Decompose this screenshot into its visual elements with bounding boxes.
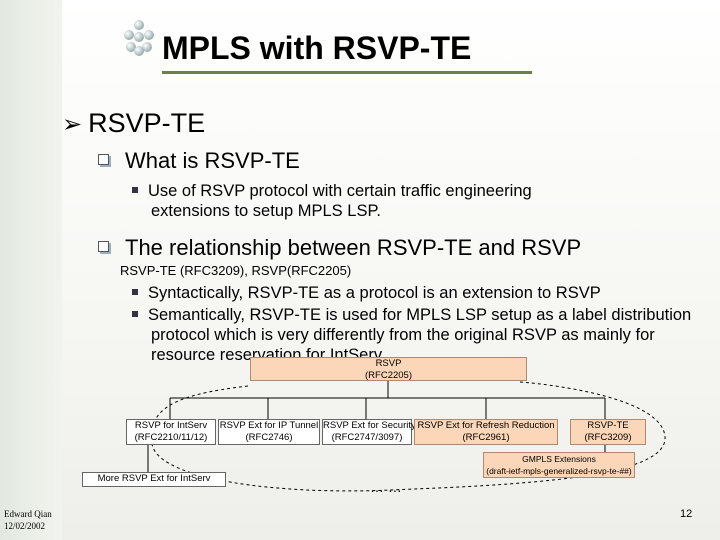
sub-bullet-what-is: What is RSVP-TE [98,148,300,174]
square-bullet-icon [132,311,138,317]
node-rsvp-intserv: RSVP for IntServ (RFC2210/11/12) [126,419,216,445]
footer-author: Edward Qian [4,509,52,519]
slide-title: MPLS with RSVP-TE [162,30,532,74]
rfc-note: RSVP-TE (RFC3209), RSVP(RFC2205) [120,263,352,278]
footer-date: 12/02/2002 [4,521,46,531]
sub-bullet-relationship-text: The relationship between RSVP-TE and RSV… [125,235,582,260]
side-band [0,0,62,540]
bullet-main-text: RSVP-TE [88,108,206,138]
point-use-of-rsvp: Use of RSVP protocol with certain traffi… [132,181,532,221]
node-rsvp-security: RSVP Ext for Security (RFC2747/3097) [322,419,416,445]
node-more-rsvp-ext: More RSVP Ext for IntServ [82,472,226,487]
diagram-ellipsis: … … [370,479,402,495]
decorative-sphere-icon [120,18,160,58]
node-gmpls-extensions: GMPLS Extensions (draft-ietf-mpls-genera… [483,452,635,478]
node-rsvp-ip-tunnel: RSVP Ext for IP Tunnel (RFC2746) [218,419,320,445]
node-rsvp-te: RSVP-TE (RFC3209) [570,419,646,445]
node-rsvp-refresh-reduction: RSVP Ext for Refresh Reduction (RFC2961) [414,419,558,445]
point-syntactically: Syntactically, RSVP-TE as a protocol is … [132,283,601,303]
sub-bullet-relationship: The relationship between RSVP-TE and RSV… [98,235,581,261]
bullet-main: ➢RSVP-TE [62,108,205,139]
square-bullet-icon [132,187,138,193]
point-semantically: Semantically, RSVP-TE is used for MPLS L… [132,305,691,365]
square-bullet-icon [132,289,138,295]
arrow-bullet-icon: ➢ [62,111,83,138]
node-rsvp-root: RSVP (RFC2205) [250,357,527,381]
page-number: 12 [680,508,693,520]
sub-bullet-what-is-text: What is RSVP-TE [125,148,300,173]
checkbox-bullet-icon [98,154,109,165]
checkbox-bullet-icon [98,241,109,252]
